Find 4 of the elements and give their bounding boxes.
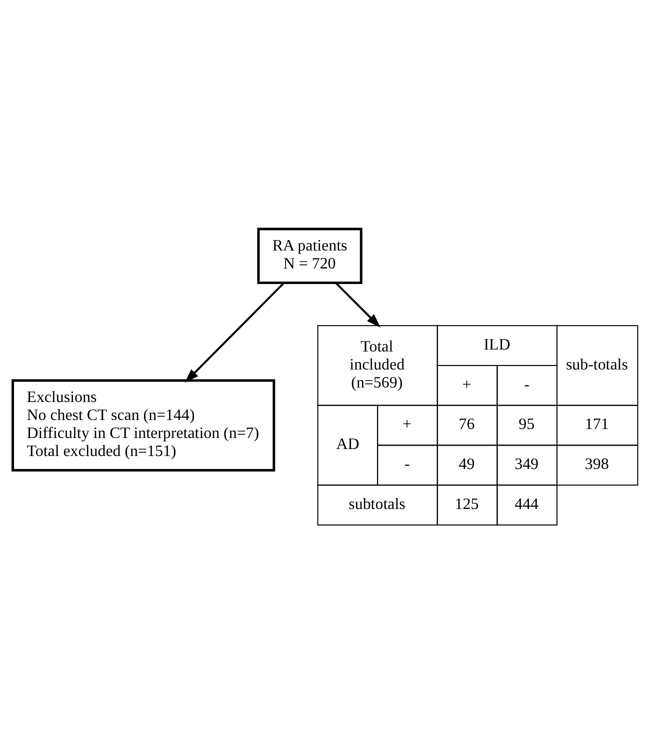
arrow — [184, 282, 284, 382]
node-box: Exclusions No chest CT scan (n=144) Difficulty in CT interpretation (n=7) Total excluded (n=151) — [12, 378, 276, 471]
node-box: RA patients N = 720 — [257, 227, 362, 284]
arrow — [335, 282, 380, 327]
